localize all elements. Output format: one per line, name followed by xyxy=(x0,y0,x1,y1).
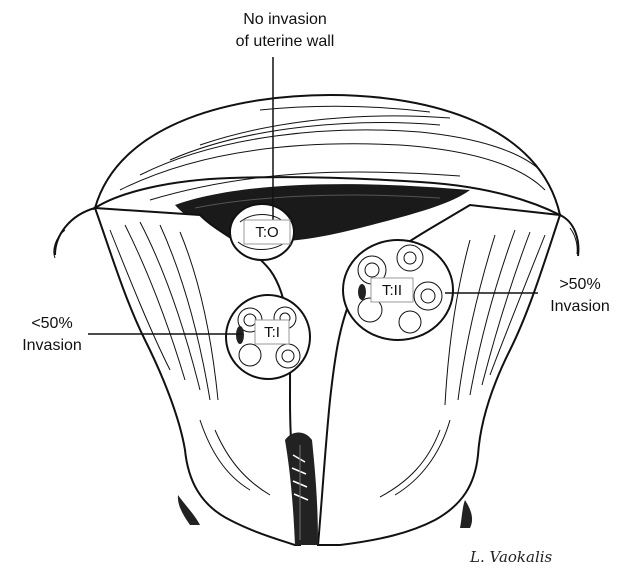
tag-t2-text: T:II xyxy=(382,282,402,299)
label-over-50: >50% Invasion xyxy=(550,276,610,315)
label-under-50: <50% Invasion xyxy=(22,315,82,354)
tag-t2: T:II xyxy=(371,278,413,302)
artist-signature: L. Vaokalis xyxy=(469,548,553,566)
tag-t0-text: T:O xyxy=(255,224,278,241)
label-no-invasion-line2: of uterine wall xyxy=(236,33,335,50)
label-over-50-line2: Invasion xyxy=(550,298,610,315)
label-under-50-line1: <50% xyxy=(31,315,72,332)
tag-t1-text: T:I xyxy=(264,324,280,341)
tag-t0: T:O xyxy=(244,220,290,244)
label-under-50-line2: Invasion xyxy=(22,337,82,354)
label-no-invasion-line1: No invasion xyxy=(243,11,327,28)
label-over-50-line1: >50% xyxy=(559,276,600,293)
tag-t1: T:I xyxy=(255,320,289,344)
label-no-invasion: No invasion of uterine wall xyxy=(236,11,335,50)
